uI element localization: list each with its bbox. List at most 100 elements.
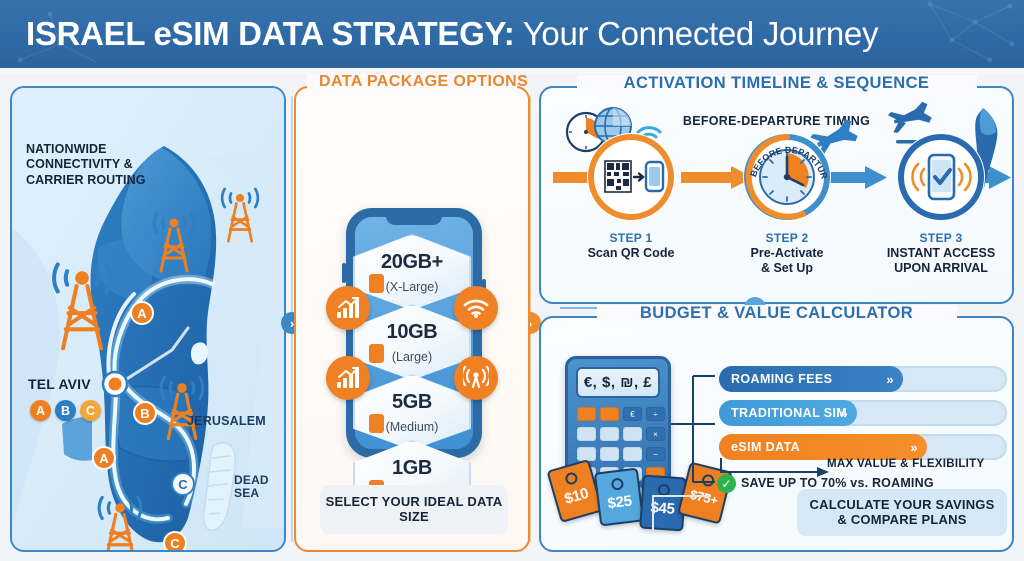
phone-button-volume-up: [342, 263, 346, 283]
step-3-label: STEP 3: [919, 231, 963, 245]
carrier-badge-c[interactable]: C: [80, 400, 101, 421]
map-label-tel-aviv: TEL AVIV: [28, 376, 91, 392]
calculator-key-currency[interactable]: €: [623, 407, 642, 421]
package-size-label: 5GB: [392, 391, 432, 413]
package-option-20gb[interactable]: 20GB+ (X-Large): [353, 234, 471, 310]
chevron-double-icon: »: [840, 405, 848, 421]
route-marker-c-mid: C: [171, 472, 195, 496]
panel-activation-timeline: ACTIVATION TIMELINE & SEQUENCE BEFORE-DE…: [539, 74, 1014, 304]
carrier-badge-group: A B C: [30, 400, 101, 421]
package-option-10gb[interactable]: 10GB (Large): [353, 304, 471, 380]
bar-label-traditional-sim: TRADITIONAL SIM: [731, 406, 848, 420]
page-title: ISRAEL eSIM DATA STRATEGY: Your Connecte…: [26, 15, 878, 53]
calculator-key[interactable]: [600, 447, 619, 461]
route-marker-a-north: A: [130, 301, 154, 325]
clock-icon: BEFORE DEPARTURE: [740, 125, 830, 220]
panel-data-package-options: DATA PACKAGE OPTIONS 20GB+ (X-Large) 10G…: [294, 73, 530, 552]
calculator-key[interactable]: [623, 447, 642, 461]
tel-aviv-hub-marker: [101, 370, 129, 398]
calculator-key[interactable]: [623, 427, 642, 441]
bar-label-roaming-fees: ROAMING FEES: [731, 372, 833, 386]
map-label-jerusalem: JERUSALEM: [187, 414, 266, 428]
svg-text:A: A: [137, 306, 147, 321]
price-tag-25: $25: [593, 467, 645, 527]
max-value-note: MAX VALUE & FLEXIBILITY: [827, 458, 985, 470]
calculator-key[interactable]: [577, 427, 596, 441]
package-size-label: 20GB+: [381, 251, 443, 273]
budget-cta-label[interactable]: CALCULATE YOUR SAVINGS& COMPARE PLANS: [797, 488, 1007, 536]
svg-text:C: C: [170, 536, 180, 550]
route-marker-a-south: A: [92, 446, 116, 470]
signal-bars-icon: [337, 297, 359, 318]
bar-note-roaming-fees: (High): [1015, 370, 1024, 382]
chevron-double-icon: »: [910, 439, 918, 455]
coverage-subtitle: NATIONWIDE CONNECTIVITY & CARRIER ROUTIN…: [26, 142, 146, 187]
budget-panel-title: BUDGET & VALUE CALCULATOR: [596, 304, 957, 323]
carrier-badge-b[interactable]: B: [55, 400, 76, 421]
wifi-icon-top-right: [454, 286, 498, 330]
sim-chip-icon: [369, 344, 384, 363]
signal-bars-icon: [337, 367, 359, 388]
bar-fill-traditional-sim: TRADITIONAL SIM »: [719, 400, 857, 426]
step-2-label: STEP 2: [765, 231, 809, 245]
qr-code-icon: [588, 134, 674, 220]
page-title-bold: ISRAEL eSIM DATA STRATEGY:: [26, 15, 515, 52]
bar-fill-esim-data: eSIM DATA »: [719, 434, 927, 460]
signal-bars-icon-bottom-left: [326, 356, 370, 400]
package-tier-label: (Large): [391, 350, 433, 364]
calculator-key-divide[interactable]: ÷: [646, 407, 665, 421]
page-title-light: Your Connected Journey: [514, 15, 879, 52]
airplane-icon: [810, 119, 858, 156]
step-2-desc: Pre-Activate& Set Up: [750, 246, 824, 275]
package-size-label: 10GB: [386, 321, 438, 343]
check-circle-icon: ✓: [717, 474, 736, 493]
package-tier-label: (Medium): [385, 420, 439, 434]
sim-chip-icon: [369, 274, 384, 293]
page-header: ISRAEL eSIM DATA STRATEGY: Your Connecte…: [0, 0, 1024, 68]
antenna-icon: [463, 366, 489, 389]
timeline-subtitle: BEFORE-DEPARTURE TIMING: [682, 114, 871, 128]
package-option-5gb[interactable]: 5GB (Medium): [353, 374, 471, 450]
svg-text:A: A: [99, 451, 109, 466]
calculator-key[interactable]: [577, 447, 596, 461]
svg-text:B: B: [140, 406, 149, 421]
step-2-node: BEFORE DEPARTURE: [740, 125, 831, 221]
chevron-double-icon: »: [886, 371, 894, 387]
step-1-label: STEP 1: [609, 231, 653, 245]
packages-cta-label[interactable]: SELECT YOUR IDEAL DATA SIZE: [320, 484, 508, 534]
network-decoration: [17, 1, 1015, 63]
phone-check-icon: [898, 134, 984, 220]
wifi-icon: [463, 299, 489, 318]
antenna-icon-bottom-right: [454, 356, 498, 400]
cell-tower-icon: [52, 187, 260, 550]
sim-chip-icon: [369, 414, 384, 433]
step-1-desc: Scan QR Code: [587, 246, 675, 260]
calculator-display: €, $, ₪, £: [576, 367, 660, 398]
cta-connector: [652, 495, 711, 534]
calculator-key-multiply[interactable]: ×: [646, 427, 665, 441]
clock-globe-icon: [565, 107, 632, 153]
timeline-panel-title: ACTIVATION TIMELINE & SEQUENCE: [576, 74, 977, 93]
calculator-bars-connector: [671, 375, 715, 483]
bar-note-traditional-sim: (Medium): [1015, 404, 1024, 416]
airplane-icon-departure: [887, 101, 932, 133]
panel-israel-network-coverage: ISRAEL NETWORK COVERAGE: [10, 86, 286, 552]
savings-note: SAVE UP TO 70% vs. ROAMING: [741, 476, 934, 490]
bar-fill-roaming-fees: ROAMING FEES »: [719, 366, 903, 392]
bar-label-esim-data: eSIM DATA: [731, 440, 801, 454]
calculator-key[interactable]: [577, 407, 596, 421]
calculator-key[interactable]: [600, 427, 619, 441]
step-1-node: [587, 133, 675, 221]
packages-panel-title: DATA PACKAGE OPTIONS: [307, 73, 528, 91]
calculator-key[interactable]: [600, 407, 619, 421]
max-value-arrow: [720, 458, 829, 477]
calculator-key-minus[interactable]: −: [646, 447, 665, 461]
header-underline: [0, 68, 1024, 74]
carrier-badge-a[interactable]: A: [30, 400, 51, 421]
package-size-label: 1GB: [392, 457, 432, 479]
signal-bars-icon-top-left: [326, 286, 370, 330]
package-tier-label: (X-Large): [385, 280, 439, 294]
svg-text:C: C: [178, 477, 188, 492]
